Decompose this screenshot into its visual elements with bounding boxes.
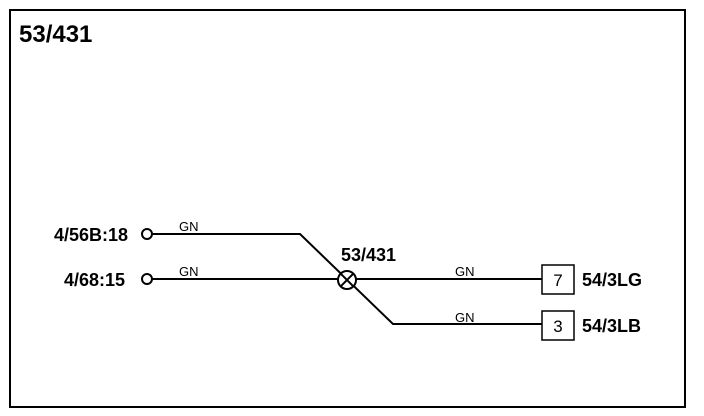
output-label-2: 54/3LB [582, 316, 641, 336]
output-pin-number-2: 3 [553, 317, 562, 336]
output-label-1: 54/3LG [582, 270, 642, 290]
splice-label: 53/431 [341, 245, 396, 265]
wire-color-label-output-1: GN [455, 264, 475, 279]
wire-color-label-input-1: GN [179, 219, 199, 234]
input-terminal-1 [141, 228, 153, 240]
output-pin-number-1: 7 [553, 271, 562, 290]
input-terminal-2 [141, 273, 153, 285]
input-label-2: 4/68:15 [64, 270, 125, 290]
splice-icon [337, 270, 357, 290]
input-label-1: 4/56B:18 [54, 225, 128, 245]
output-pin-box-2 [541, 310, 575, 341]
output-pin-box-1 [541, 264, 575, 295]
wire-color-label-output-2: GN [455, 310, 475, 325]
diagram-frame [9, 9, 686, 408]
wire-color-label-input-2: GN [179, 264, 199, 279]
diagram-title: 53/431 [19, 21, 92, 48]
